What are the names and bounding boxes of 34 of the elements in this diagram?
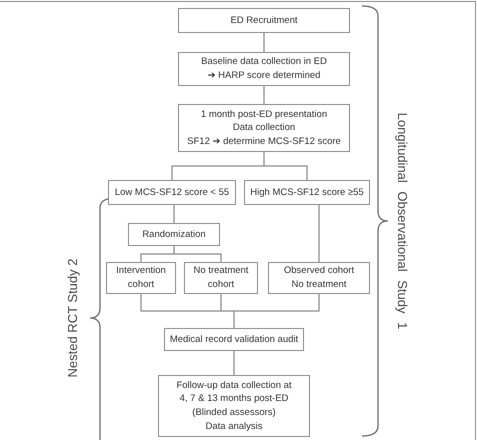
bracket-label: Longitudinal Observational Study 1 bbox=[395, 112, 410, 330]
box-text: Randomization bbox=[142, 228, 206, 242]
box-text: ➔ HARP score determined bbox=[208, 69, 320, 83]
box-text: Low MCS-SF12 score < 55 bbox=[114, 186, 230, 200]
box-text: Follow-up data collection at 4, 7 & 13 months post-ED bbox=[175, 378, 293, 406]
process-box bbox=[244, 180, 370, 205]
process-box bbox=[178, 104, 350, 152]
process-box bbox=[106, 262, 176, 294]
box-text: Observed cohort bbox=[284, 264, 354, 278]
bracket-label: Nested RCT Study 2 bbox=[65, 258, 80, 378]
process-box bbox=[108, 180, 236, 205]
box-text: No treatment bbox=[292, 278, 346, 292]
process-box bbox=[128, 223, 220, 246]
process-box bbox=[164, 328, 304, 351]
box-text: Intervention cohort bbox=[115, 264, 167, 292]
process-box bbox=[158, 375, 310, 437]
box-text: SF12 ➔ determine MCS-SF12 score bbox=[187, 134, 341, 148]
process-box bbox=[184, 262, 258, 294]
box-text: ED Recruitment bbox=[230, 14, 298, 28]
box-text: (Blinded assessors) bbox=[192, 406, 276, 420]
process-box bbox=[268, 262, 370, 294]
connector-line bbox=[264, 152, 308, 180]
box-text: 1 month post-ED presentation bbox=[200, 108, 328, 122]
connector-line bbox=[174, 246, 222, 262]
box-text: Data collection bbox=[232, 121, 296, 135]
box-text: Baseline data collection in ED bbox=[201, 55, 327, 69]
box-text: High MCS-SF12 score ≥55 bbox=[250, 186, 364, 200]
process-box bbox=[178, 8, 350, 33]
process-box bbox=[178, 52, 350, 86]
box-text: No treatment cohort bbox=[192, 264, 250, 292]
connector-line bbox=[318, 204, 320, 262]
connector-line bbox=[234, 294, 320, 328]
box-text: Data analysis bbox=[205, 420, 263, 434]
box-text: Medical record validation audit bbox=[170, 332, 298, 346]
